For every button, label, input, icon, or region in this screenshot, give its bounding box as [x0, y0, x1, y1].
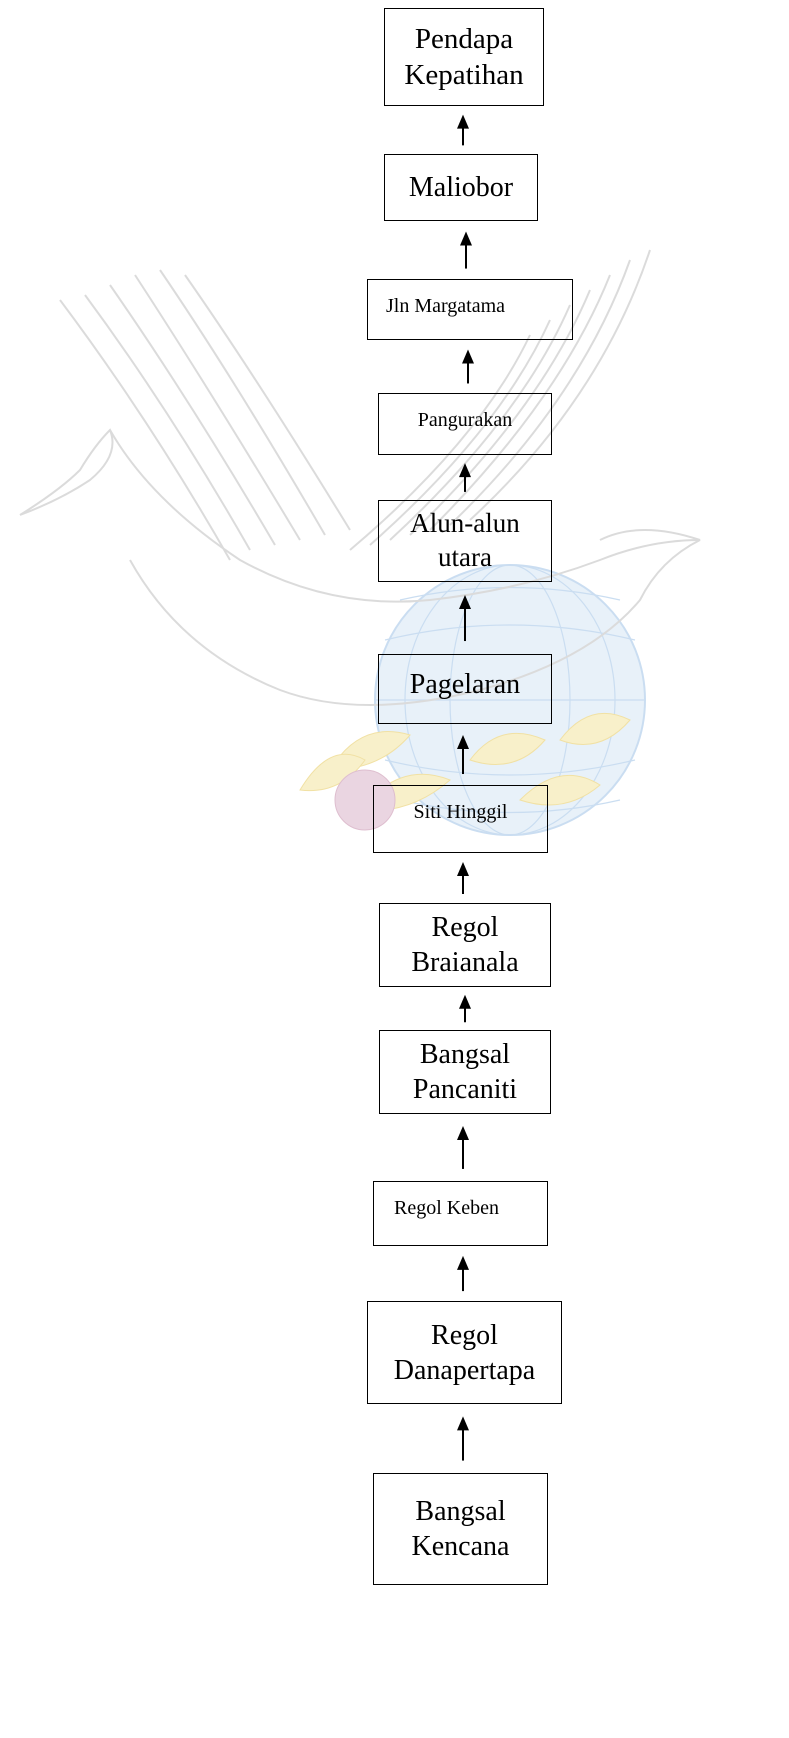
node-regol-braianala: Regol Braianala: [379, 903, 551, 987]
node-siti-hinggil: Siti Hinggil: [373, 785, 548, 853]
node-pagelaran: Pagelaran: [378, 654, 552, 724]
node-bangsal-pancaniti: Bangsal Pancaniti: [379, 1030, 551, 1114]
node-jln-margatama: Jln Margatama: [367, 279, 573, 340]
arrowhead-regol-keben-to-bangsal-pancaniti: [457, 1126, 469, 1140]
arrowhead-pagelaran-to-alun-alun-utara: [459, 595, 471, 609]
arrowhead-jln-margatama-to-maliobor: [460, 231, 472, 245]
node-alun-alun-utara: Alun-alun utara: [378, 500, 552, 582]
arrowhead-siti-hinggil-to-pagelaran: [457, 735, 469, 749]
node-pangurakan: Pangurakan: [378, 393, 552, 455]
node-pendapa-kepatihan: Pendapa Kepatihan: [384, 8, 544, 106]
arrowhead-pangurakan-to-jln-margatama: [462, 350, 474, 364]
arrowhead-maliobor-to-pendapa-kepatihan: [457, 115, 469, 129]
arrowhead-bangsal-pancaniti-to-regol-braianala: [459, 995, 471, 1009]
node-regol-danapertapa: Regol Danapertapa: [367, 1301, 562, 1404]
node-bangsal-kencana: Bangsal Kencana: [373, 1473, 548, 1585]
arrowhead-regol-braianala-to-siti-hinggil: [457, 862, 469, 876]
arrowhead-bangsal-kencana-to-regol-danapertapa: [457, 1416, 469, 1430]
node-maliobor: Maliobor: [384, 154, 538, 221]
arrowhead-alun-alun-utara-to-pangurakan: [459, 463, 471, 477]
node-regol-keben: Regol Keben: [373, 1181, 548, 1246]
arrowhead-regol-danapertapa-to-regol-keben: [457, 1256, 469, 1270]
